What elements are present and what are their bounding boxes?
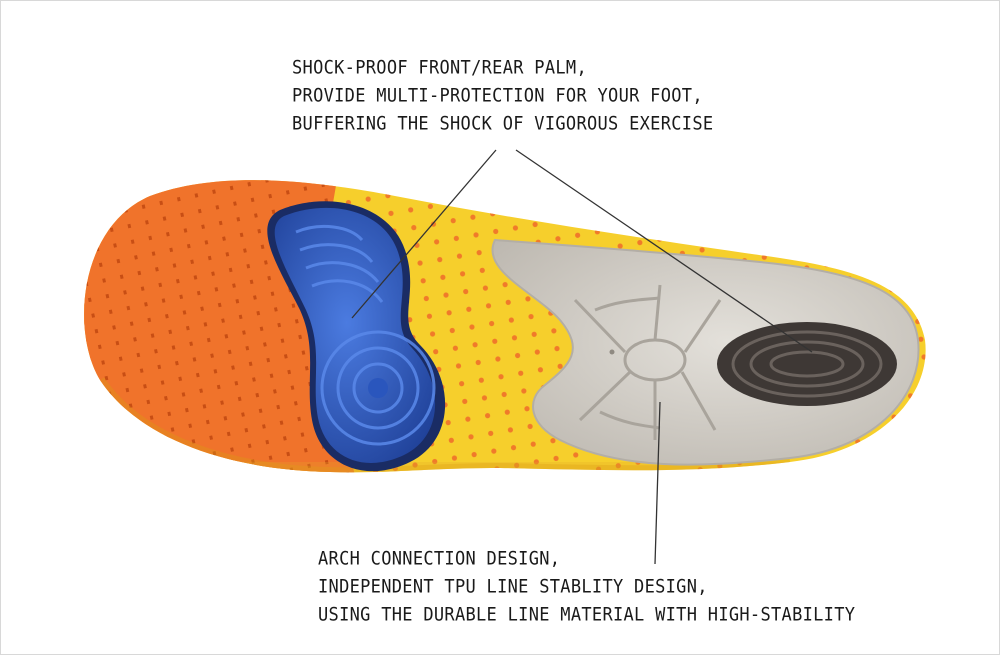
annotation-bottom-line-3: USING THE DURABLE LINE MATERIAL WITH HIG… [318, 604, 856, 626]
heel-cup [491, 238, 920, 466]
leader-line-heel [515, 149, 813, 353]
leader-line-front [351, 149, 497, 319]
annotation-top-line-3: BUFFERING THE SHOCK OF VIGOROUS EXERCISE [292, 113, 714, 135]
front-palm-pad [267, 201, 446, 472]
leader-line-arch [654, 401, 661, 565]
heel-pad [717, 322, 897, 406]
annotation-bottom-line-1: ARCH CONNECTION DESIGN, [318, 548, 561, 570]
leader-lines [351, 149, 813, 565]
annotation-bottom-line-2: INDEPENDENT TPU LINE STABLITY DESIGN, [318, 576, 708, 598]
annotation-top-line-2: PROVIDE MULTI-PROTECTION FOR YOUR FOOT, [292, 85, 703, 107]
annotation-top: SHOCK-PROOF FRONT/REAR PALM, PROVIDE MUL… [292, 54, 713, 138]
annotation-bottom: ARCH CONNECTION DESIGN, INDEPENDENT TPU … [318, 545, 855, 629]
annotation-top-line-1: SHOCK-PROOF FRONT/REAR PALM, [292, 57, 587, 79]
